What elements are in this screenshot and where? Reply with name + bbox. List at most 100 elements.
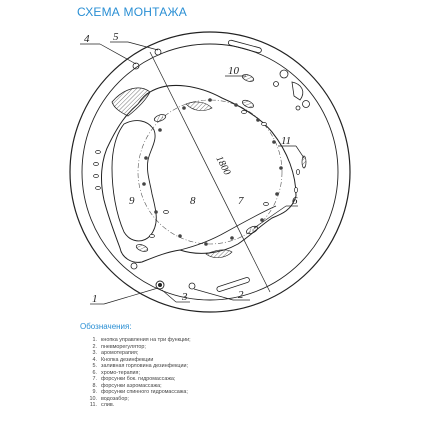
legend-item: 5.заливная горловина дезинфекции; [80,363,191,370]
legend-text: пневморегулятор; [101,343,146,350]
aeromassage-jet [142,182,146,186]
callout-4: 4 [84,33,90,45]
tub-outer-rim [69,31,351,313]
callout-1: 1 [92,293,98,305]
side-jet [261,122,267,126]
tub-seat-outline-right [179,205,277,251]
headrest-pad [111,87,151,117]
air-regulator [130,262,138,270]
legend-item: 8.форсунки аэромассажа; [80,383,191,390]
legend-text: форсунки спинного гидромассажа; [101,389,188,395]
side-jet [95,186,101,190]
tub-inner-rim [81,43,339,301]
legend-text: кнопка управления на три функции; [101,337,191,343]
faucet-knob [279,69,289,79]
callout-10: 10 [228,65,240,77]
legend-item: 7.форсунки бок. гидромассажа; [80,376,191,383]
aeromassage-jet [275,192,279,196]
callout-leaders [80,41,305,305]
faucet-group [273,69,310,111]
callout-5: 5 [113,31,119,43]
legend-item: 10.водозабор; [80,396,191,403]
aromatherapy-cap [188,282,196,290]
side-jet [296,169,300,175]
rim-slot-bottom [216,277,250,292]
aeromassage-jet [182,106,186,110]
aeromassage-jet [230,236,234,240]
side-jet [241,110,247,114]
side-jet [294,187,298,193]
disinfection-button [132,62,140,70]
legend-number: 10. [89,395,98,402]
aeromassage-jet [144,156,148,160]
callout-2: 2 [238,289,244,301]
side-jet [95,150,101,154]
legend-number: 9. [92,389,98,395]
side-jet [149,234,155,238]
chromotherapy-light [153,114,167,122]
legend-item: 9.форсунки спинного гидромассажа; [80,389,191,396]
tub-seat-outline [111,120,157,242]
faucet-spout [291,81,304,101]
legend-text: водозабор; [101,395,129,402]
aeromassage-jet [154,210,158,214]
drain [301,155,307,169]
aeromassage-jets [142,98,283,246]
legend-title: Обозначения: [80,322,132,331]
legend-text: слив. [101,402,115,408]
aeromassage-jet [272,140,276,144]
armrest-pad [185,101,213,111]
side-hydromassage-jets [93,110,300,238]
callout-11: 11 [281,135,291,147]
aeromassage-jet [260,218,264,222]
legend-item: 3.аромотерапия; [80,350,191,357]
page-title: СХЕМА МОНТАЖА [77,5,187,19]
callout-3: 3 [181,291,188,303]
legend-item: 11. слив. [80,402,191,409]
legend-number: 3. [92,350,98,356]
legend-number: 5. [92,363,98,369]
aeromassage-jet [256,118,260,122]
dimension-label: 1800 [213,154,232,177]
aeromassage-jet [158,128,162,132]
chromotherapy-light [135,244,149,252]
legend-number: 11. [89,402,97,408]
legend-item: 6.хромо-терапия; [80,370,191,377]
side-jet [163,210,169,214]
chromotherapy-lights [135,99,258,252]
legend-number: 2. [92,343,98,350]
legend-item: 4.Кнопка дезинфекции [80,357,191,364]
legend-text: заливная горловина дезинфекции; [101,363,188,369]
water-intake [241,74,255,82]
side-jet [93,162,99,166]
legend-text: форсунки аэромассажа; [101,382,162,389]
disinfection-inlet-slot [227,39,262,54]
faucet-knob [302,100,310,108]
bathtub-installation-diagram: 1800 [69,31,351,313]
callout-9: 9 [129,195,135,207]
aeromassage-jet [208,98,212,102]
faucet-knob [295,105,301,111]
legend-list: 1.кнопка управления на три функции; 2.пн… [80,337,191,409]
callout-8: 8 [190,195,196,207]
legend-text: хромо-терапия; [101,369,140,376]
dimension-line [149,51,271,293]
control-button-inner [158,283,162,287]
tub-bottom-outline [137,99,283,245]
legend-number: 7. [92,376,98,382]
lower-armrest-pad [205,249,233,258]
faucet-knob [273,81,279,87]
aeromassage-jet [279,166,283,170]
callout-6: 6 [292,195,298,207]
legend-number: 6. [92,369,98,376]
legend-text: аромотерапия; [101,350,139,356]
side-jet [93,174,99,178]
callout-7: 7 [238,195,244,207]
control-button [155,280,165,290]
legend-text: Кнопка дезинфекции [101,356,154,363]
chromotherapy-light [242,99,254,109]
legend-item: 1.кнопка управления на три функции; [80,337,191,344]
aeromassage-jet [178,234,182,238]
side-jet [263,202,269,206]
legend-text: форсунки бок. гидромассажа; [101,376,176,382]
